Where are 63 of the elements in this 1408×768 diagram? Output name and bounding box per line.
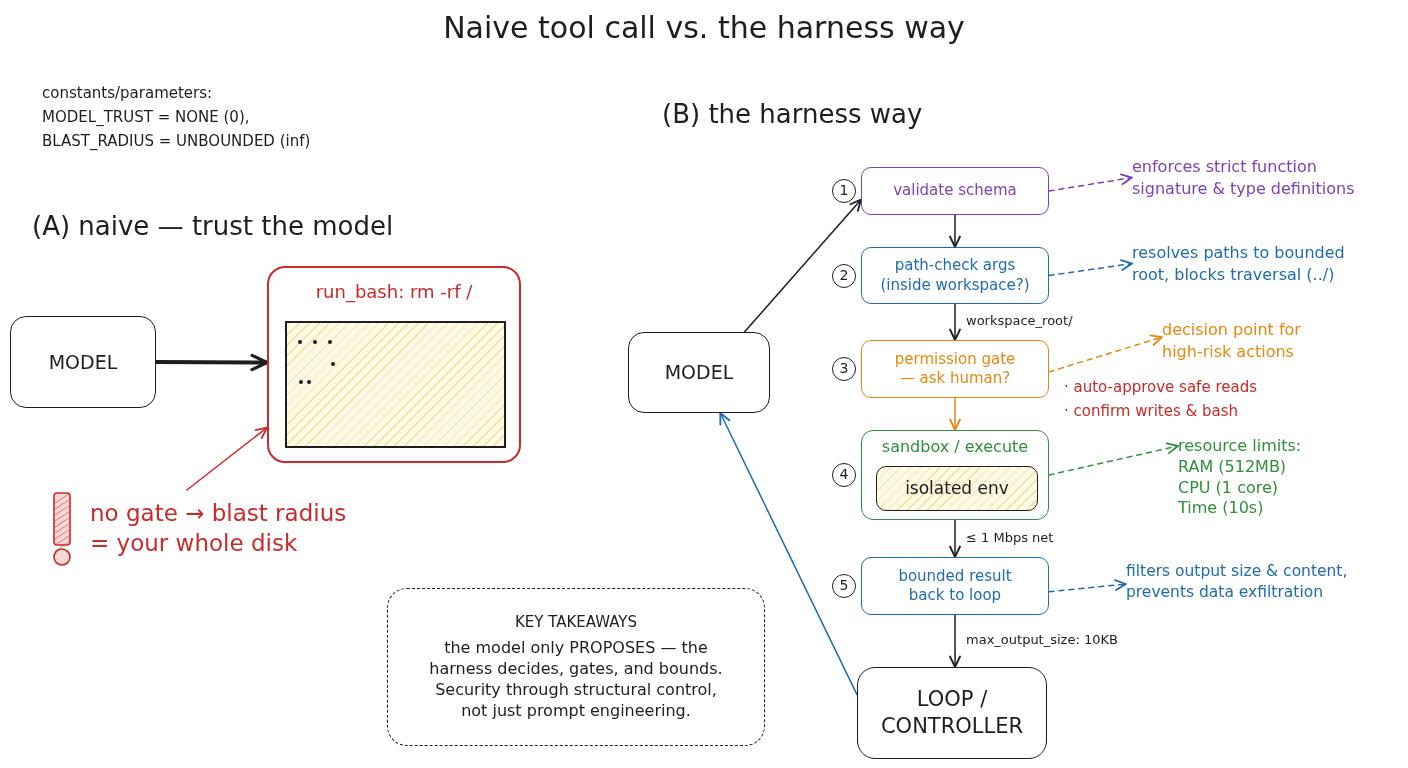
box-heading: KEY TAKEAWAYS [514, 612, 638, 633]
constants-text: MODEL_TRUST = NONE (0), [42, 108, 250, 126]
step-number: 1 [832, 179, 856, 203]
diagram-title: Naive tool call vs. the harness way [443, 10, 965, 45]
arrow [949, 519, 961, 558]
node-label: validate schema [893, 181, 1017, 201]
takeaways-box [387, 588, 765, 746]
dashed-arrow [1048, 334, 1163, 373]
arrow [743, 198, 862, 333]
terminal-screen [285, 321, 506, 448]
arrow [949, 303, 961, 341]
dashed-arrow [1048, 579, 1127, 593]
node-label: MODEL [664, 360, 734, 385]
dashed-arrow [1048, 259, 1133, 277]
arrow [949, 397, 961, 431]
annotation-text: filters output size & content, prevents data exfiltration [1126, 561, 1394, 603]
dashed-arrow [1048, 173, 1133, 192]
node-label: run_bash: rm -rf / [315, 280, 473, 304]
node-label: isolated env [905, 477, 1009, 500]
step-number: 2 [832, 263, 856, 288]
model-box [628, 332, 770, 413]
annotation-text: resolves paths to bounded root, blocks traversal (../) [1132, 242, 1372, 286]
dashed-arrow [1048, 442, 1179, 476]
annotation-text: enforces strict function signature & type definitions [1132, 156, 1394, 200]
arrow [186, 426, 268, 491]
arrow [949, 214, 961, 248]
node-label: the model only PROPOSES — the harness decides, gates, and bounds. Security through structural control, not just prompt engineering. [428, 638, 724, 722]
arrow [949, 614, 961, 668]
node-label: MODEL [48, 349, 118, 375]
bullet-note: · auto-approve safe reads [1064, 378, 1257, 396]
step-box [861, 167, 1049, 215]
warning-text: no gate → blast radius = your whole disk [90, 499, 348, 558]
edge-label: workspace_root/ [964, 313, 1075, 329]
step-box [861, 340, 1049, 398]
section-heading: (B) the harness way [662, 99, 923, 129]
node-label: permission gate — ask human? [893, 349, 1017, 389]
section-heading: (A) naive — trust the model [32, 211, 394, 241]
isolated-env-box [876, 466, 1038, 511]
node-label: bounded result back to loop [897, 566, 1013, 606]
arrow [154, 353, 269, 372]
step-number: 5 [832, 574, 856, 598]
step-box [861, 430, 1049, 520]
tool-call-box [267, 266, 521, 463]
edge-label: max_output_size: 10KB [964, 632, 1120, 648]
controller-box [857, 667, 1047, 759]
edge-label: ≤ 1 Mbps net [964, 529, 1056, 546]
step-number: 4 [832, 463, 856, 487]
constants-text: constants/parameters: [42, 84, 213, 102]
node-label: LOOP / CONTROLLER [879, 685, 1025, 740]
annotation-text: CPU (1 core) [1178, 477, 1279, 499]
annotation-text: decision point for high-risk actions [1162, 319, 1340, 363]
annotation-text: resource limits: [1178, 436, 1302, 457]
annotation-text: Time (10s) [1178, 498, 1264, 520]
step-number: 3 [832, 357, 856, 381]
annotation-text: RAM (512MB) [1178, 456, 1287, 478]
node-label: path-check args (inside workspace?) [879, 256, 1031, 295]
bullet-note: · confirm writes & bash [1064, 402, 1238, 420]
model-box [10, 316, 156, 408]
step-box [861, 557, 1049, 615]
step-box [861, 247, 1049, 304]
constants-text: BLAST_RADIUS = UNBOUNDED (inf) [42, 132, 311, 150]
arrow [719, 412, 858, 696]
node-label: sandbox / execute [881, 437, 1029, 458]
